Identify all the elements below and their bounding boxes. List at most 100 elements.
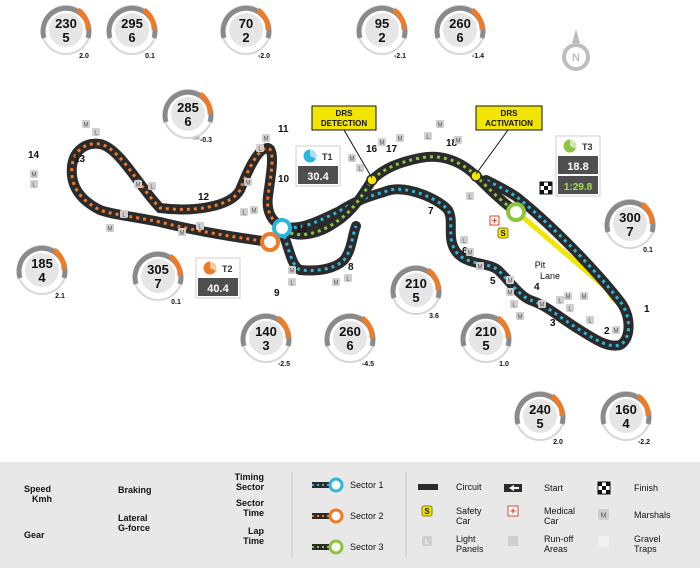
svg-text:L: L bbox=[512, 303, 516, 309]
svg-text:L: L bbox=[94, 131, 98, 137]
legend-safety-letter: S bbox=[424, 507, 430, 516]
legend-start: Start bbox=[544, 483, 564, 493]
gauge-gforce: -2.5 bbox=[278, 361, 290, 368]
legend: Speed Kmh Gear Braking Lateral G-force T… bbox=[0, 462, 700, 568]
sector-2-marker bbox=[260, 232, 280, 252]
gauge-speed: 140 bbox=[255, 324, 277, 339]
drs-activation-line1: DRS bbox=[501, 109, 519, 118]
gauge-speed: 305 bbox=[147, 262, 169, 277]
drs-detection-line1: DRS bbox=[336, 109, 354, 118]
svg-text:L: L bbox=[558, 299, 562, 305]
drs-detection-line2: DETECTION bbox=[321, 119, 367, 128]
svg-text:M: M bbox=[508, 291, 513, 297]
marshal-post-icon: M bbox=[466, 248, 474, 257]
legend-sector-3-label: Sector 3 bbox=[350, 542, 384, 552]
svg-text:M: M bbox=[380, 141, 385, 147]
svg-text:M: M bbox=[246, 181, 251, 187]
sector-1-marker bbox=[272, 218, 292, 238]
legend-lateral-line1: Lateral bbox=[118, 513, 148, 523]
marshal-post-icon: M bbox=[580, 292, 588, 301]
marshal-post-icon: M bbox=[538, 300, 546, 309]
sector-markers bbox=[260, 170, 526, 252]
turn-number: 15 bbox=[296, 224, 308, 235]
legend-circuit: Circuit bbox=[456, 482, 482, 492]
timing-sector-time: 18.8 bbox=[567, 161, 588, 173]
marshal-post-icon: M bbox=[564, 292, 572, 301]
legend-sector-1-label: Sector 1 bbox=[350, 480, 384, 490]
gauge-speed: 210 bbox=[475, 324, 497, 339]
marshal-post-icon: M bbox=[348, 154, 356, 163]
svg-text:L: L bbox=[426, 135, 430, 141]
turn-number: 8 bbox=[348, 262, 354, 273]
marshal-post-icon: M bbox=[106, 224, 114, 233]
svg-text:L: L bbox=[346, 277, 350, 283]
gauge-speed: 285 bbox=[177, 100, 199, 115]
gauge-speed: 95 bbox=[375, 16, 389, 31]
svg-text:M: M bbox=[108, 227, 113, 233]
svg-text:L: L bbox=[32, 183, 36, 189]
turn-number: 14 bbox=[28, 150, 40, 161]
gauge-gforce: 2.1 bbox=[55, 293, 65, 300]
timing-sector-time: 30.4 bbox=[307, 171, 329, 183]
gauge-gforce: 0.1 bbox=[145, 53, 155, 60]
light-panel-icon: L bbox=[196, 222, 204, 231]
gauge-gear: 5 bbox=[536, 416, 543, 431]
light-panel-icon: L bbox=[556, 296, 564, 305]
legend-safety-1: Safety bbox=[456, 506, 482, 516]
svg-text:M: M bbox=[136, 183, 141, 189]
svg-text:M: M bbox=[32, 173, 37, 179]
legend-gear: Gear bbox=[24, 530, 45, 540]
pit-lane-label: Pit Lane bbox=[535, 260, 560, 281]
light-panel-icon: L bbox=[424, 132, 432, 141]
svg-text:M: M bbox=[438, 123, 443, 129]
legend-medical-1: Medical bbox=[544, 506, 575, 516]
drs-detection-box: DRS DETECTION bbox=[311, 105, 377, 179]
legend-circuit-icon bbox=[418, 484, 438, 490]
turn-number: 3 bbox=[550, 318, 556, 329]
legend-timing-sector-1: Timing bbox=[235, 472, 264, 482]
marshal-post-icon: M bbox=[436, 120, 444, 129]
compass-north-label: N bbox=[572, 52, 580, 64]
svg-text:+: + bbox=[510, 507, 516, 518]
light-panel-icon: L bbox=[460, 236, 468, 245]
legend-light-letter: L bbox=[425, 539, 429, 546]
svg-text:M: M bbox=[508, 279, 513, 285]
gauge-gforce: -2.2 bbox=[638, 439, 650, 446]
legend-marshal-letter: M bbox=[601, 513, 607, 520]
gauge-speed: 160 bbox=[615, 402, 637, 417]
gauges: 18542.123052.029560.1702-2.0952-2.12606-… bbox=[16, 5, 656, 540]
legend-lateral-line2: G-force bbox=[118, 523, 150, 533]
turn-number: 9 bbox=[274, 288, 280, 299]
finish-flag-icon bbox=[539, 181, 553, 195]
gauge-speed: 230 bbox=[55, 16, 77, 31]
legend-gravel-icon bbox=[598, 536, 609, 547]
gauge-gforce: -0.3 bbox=[200, 137, 212, 144]
drs-activation-point bbox=[470, 170, 482, 182]
light-panel-icon: L bbox=[92, 128, 100, 137]
legend-lap-time-2: Time bbox=[243, 536, 264, 546]
marshal-post-icon: M bbox=[178, 228, 186, 237]
gauge-gear: 2 bbox=[242, 30, 249, 45]
gauge-gforce: -2.0 bbox=[258, 53, 270, 60]
svg-text:M: M bbox=[334, 281, 339, 287]
turn-number: 6 bbox=[462, 246, 468, 257]
gauge-gforce: -4.5 bbox=[362, 361, 374, 368]
turn-number: 2 bbox=[604, 326, 610, 337]
svg-text:L: L bbox=[588, 319, 592, 325]
legend-marshals: Marshals bbox=[634, 510, 671, 520]
marshal-post-icon: M bbox=[506, 276, 514, 285]
gauge-speed: 185 bbox=[31, 256, 53, 271]
svg-text:+: + bbox=[492, 216, 497, 226]
gauge-gear: 5 bbox=[412, 290, 419, 305]
svg-text:L: L bbox=[258, 147, 262, 153]
gauge-speed: 260 bbox=[449, 16, 471, 31]
turn-number: 18 bbox=[446, 138, 458, 149]
svg-text:M: M bbox=[468, 251, 473, 257]
marshal-post-icon: M bbox=[378, 138, 386, 147]
legend-start-icon bbox=[504, 484, 522, 492]
legend-sector-1: Sector 1 bbox=[312, 477, 384, 493]
